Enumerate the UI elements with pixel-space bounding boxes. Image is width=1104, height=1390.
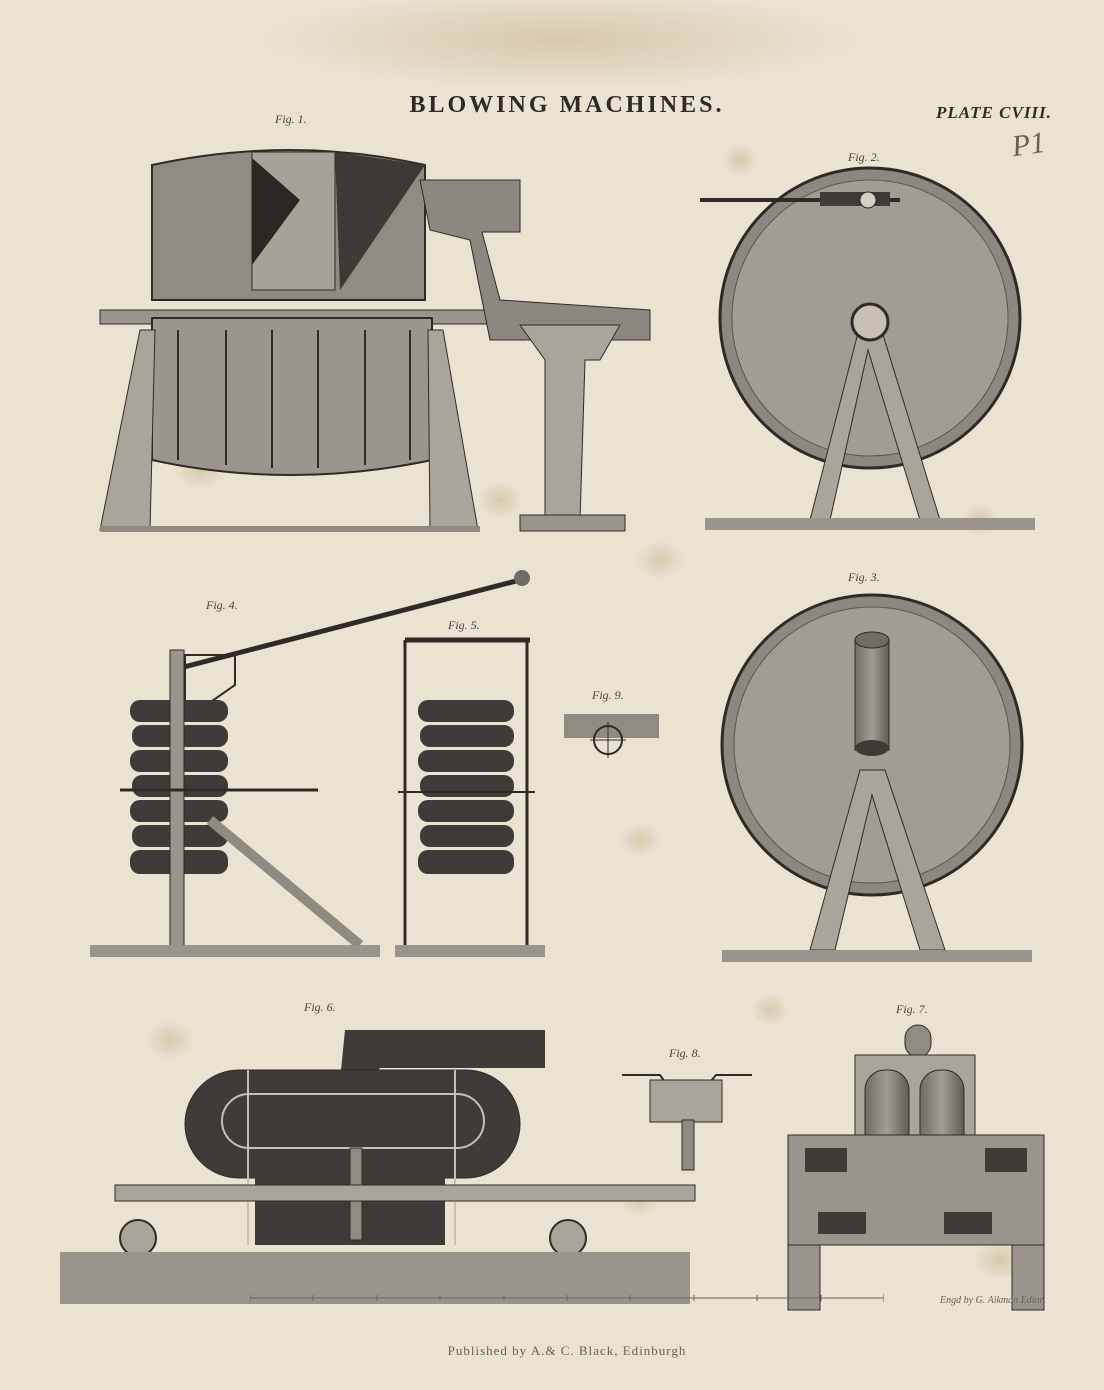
figure-6-drawing [60, 1030, 696, 1304]
figure-4-drawing [90, 570, 530, 957]
figure-1-drawing [99, 149, 651, 532]
figure-label-6: Fig. 6. [304, 1000, 336, 1014]
figure-7-drawing [787, 1024, 1045, 1311]
figure-9-drawing [564, 714, 659, 758]
figure-5-drawing [395, 637, 545, 957]
figure-3-drawing [720, 593, 1032, 962]
figure-8-drawing [622, 1074, 752, 1171]
figure-label-4: Fig. 4. [206, 598, 238, 612]
plate-number: PLATE CVIII. [936, 103, 1052, 122]
plate-title: BLOWING MACHINES. [409, 92, 725, 118]
figure-label-3: Fig. 3. [848, 570, 880, 584]
figure-label-8: Fig. 8. [669, 1046, 701, 1060]
engraver-credit: Engd by G. Aikman Edinr [940, 1295, 1044, 1306]
scale-bar-ticks [249, 1294, 885, 1302]
publisher-line: Published by A.& C. Black, Edinburgh [447, 1343, 687, 1358]
figure-label-9: Fig. 9. [592, 688, 624, 702]
figure-label-2: Fig. 2. [848, 150, 880, 164]
figure-label-1: Fig. 1. [275, 112, 307, 126]
figure-2-drawing [700, 166, 1035, 530]
figure-label-5: Fig. 5. [448, 618, 480, 632]
scale-bar [249, 1290, 885, 1302]
figure-label-7: Fig. 7. [896, 1002, 928, 1016]
